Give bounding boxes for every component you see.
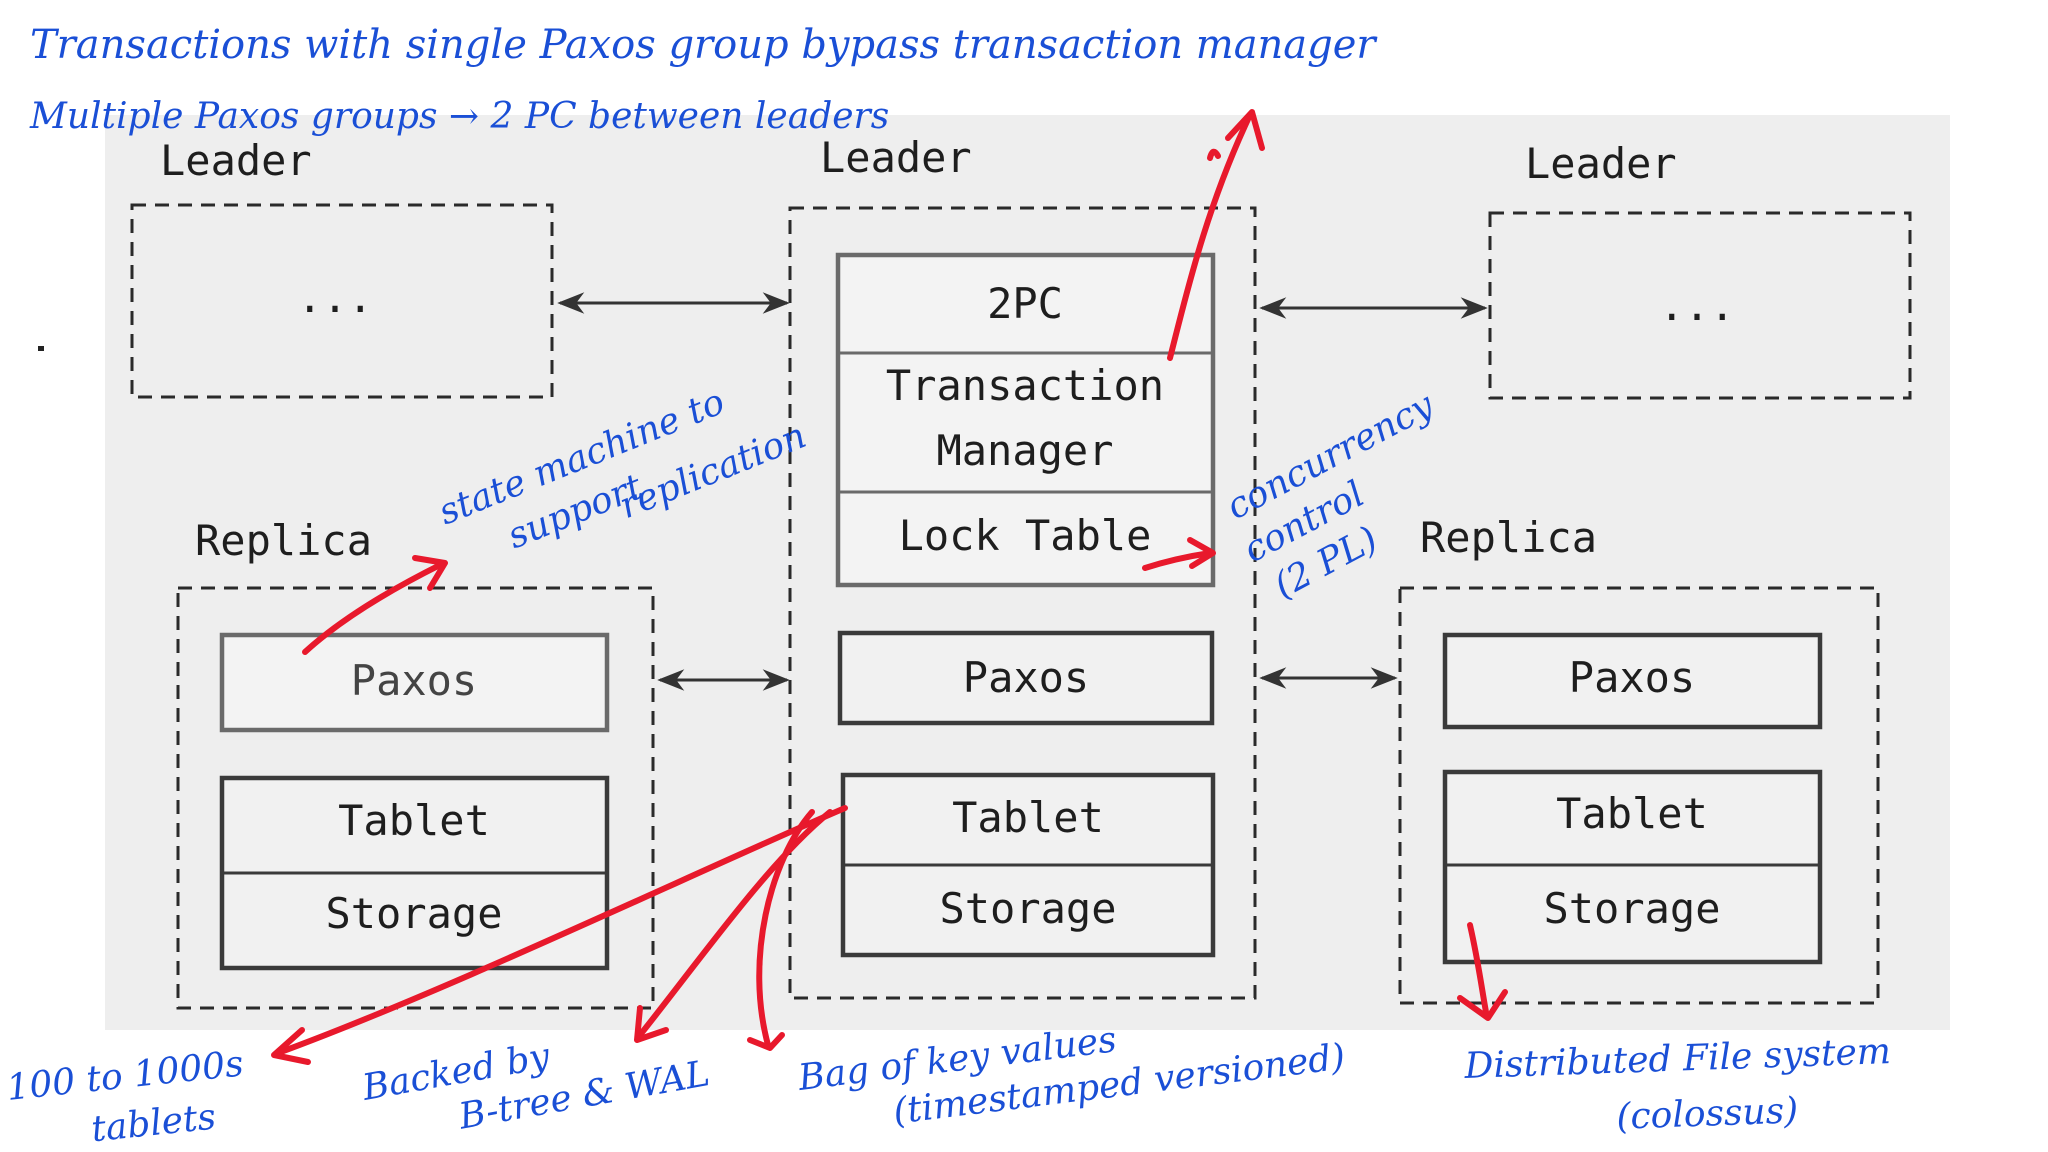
- red-arrowhead-paxos: [412, 555, 448, 591]
- leader-left-title: Leader: [160, 136, 312, 185]
- red-arrow-storage-dfs: [1467, 922, 1489, 1015]
- red-arrowhead-tablets: [271, 1027, 311, 1065]
- replica-right-paxos-label: Paxos: [1569, 653, 1695, 702]
- leader-center-box: [788, 206, 1257, 1000]
- red-arrowhead-bag: [747, 1032, 785, 1051]
- leader-center-title: Leader: [820, 133, 972, 182]
- leader-left-ellipsis: ...: [297, 273, 373, 322]
- red-arrow-paxos: [302, 562, 443, 655]
- red-arrowhead-storage-dfs: [1457, 989, 1508, 1021]
- note-dfs: Distributed File system (colossus): [1463, 1031, 1892, 1138]
- replica-right-tablet-label: Tablet: [1556, 789, 1708, 838]
- red-arrowhead-txn-manager: [1225, 109, 1265, 151]
- note-tablets: 100 to 1000s tablets: [5, 1043, 246, 1151]
- red-arrow-txn-manager: [1167, 112, 1253, 361]
- replica-left-box: [176, 586, 655, 1010]
- center-paxos-label: Paxos: [963, 653, 1089, 702]
- leader-right-title: Leader: [1525, 139, 1677, 188]
- red-squiggle: [1207, 148, 1221, 161]
- stack-transaction-label: Transaction: [886, 361, 1164, 410]
- red-arrowhead-backed: [634, 1005, 669, 1043]
- leader-stack: 2PC Transaction Manager Lock Table: [835, 252, 1216, 588]
- red-arrow-backed: [637, 809, 833, 1038]
- note-top-line2: Multiple Paxos groups → 2 PC between lea…: [29, 96, 889, 137]
- replica-left-paxos-label: Paxos: [351, 656, 477, 705]
- replica-right-storage-label: Storage: [1543, 884, 1720, 933]
- red-arrow-locktable: [1142, 550, 1213, 571]
- leader-stack-frame: [835, 252, 1216, 588]
- replica-right-paxos-box: [1442, 632, 1823, 730]
- red-arrow-tablets: [275, 805, 848, 1056]
- leader-right-box: [1488, 211, 1912, 400]
- replica-right-box: [1398, 586, 1880, 1005]
- note-dfs-line2: (colossus): [1616, 1090, 1799, 1137]
- note-dfs-line1: Distributed File system: [1463, 1031, 1892, 1087]
- replica-left-storage-label: Storage: [325, 889, 502, 938]
- replica-left-tablet-label: Tablet: [338, 796, 490, 845]
- stray-dot: [38, 346, 44, 351]
- replica-right-tablet-storage-box: [1442, 769, 1823, 965]
- center-storage-label: Storage: [939, 884, 1116, 933]
- note-tablets-line2: tablets: [89, 1097, 217, 1151]
- stack-2pc-label: 2PC: [987, 279, 1063, 328]
- center-tablet-label: Tablet: [952, 793, 1104, 842]
- red-arrowhead-locktable: [1187, 537, 1216, 569]
- red-arrow-bag: [756, 809, 815, 1048]
- note-top-line1: Transactions with single Paxos group byp…: [30, 22, 1378, 68]
- replica-right-title: Replica: [1420, 513, 1597, 562]
- stack-manager-label: Manager: [936, 426, 1113, 475]
- stack-locktable-label: Lock Table: [899, 511, 1152, 560]
- replica-left-paxos-box: [219, 632, 610, 733]
- replica-left-title: Replica: [195, 516, 372, 565]
- leader-right-ellipsis: ...: [1659, 281, 1735, 330]
- leader-left-box: [130, 203, 554, 399]
- red-annotation-arrows: [271, 109, 1508, 1065]
- center-paxos-box: [837, 630, 1215, 726]
